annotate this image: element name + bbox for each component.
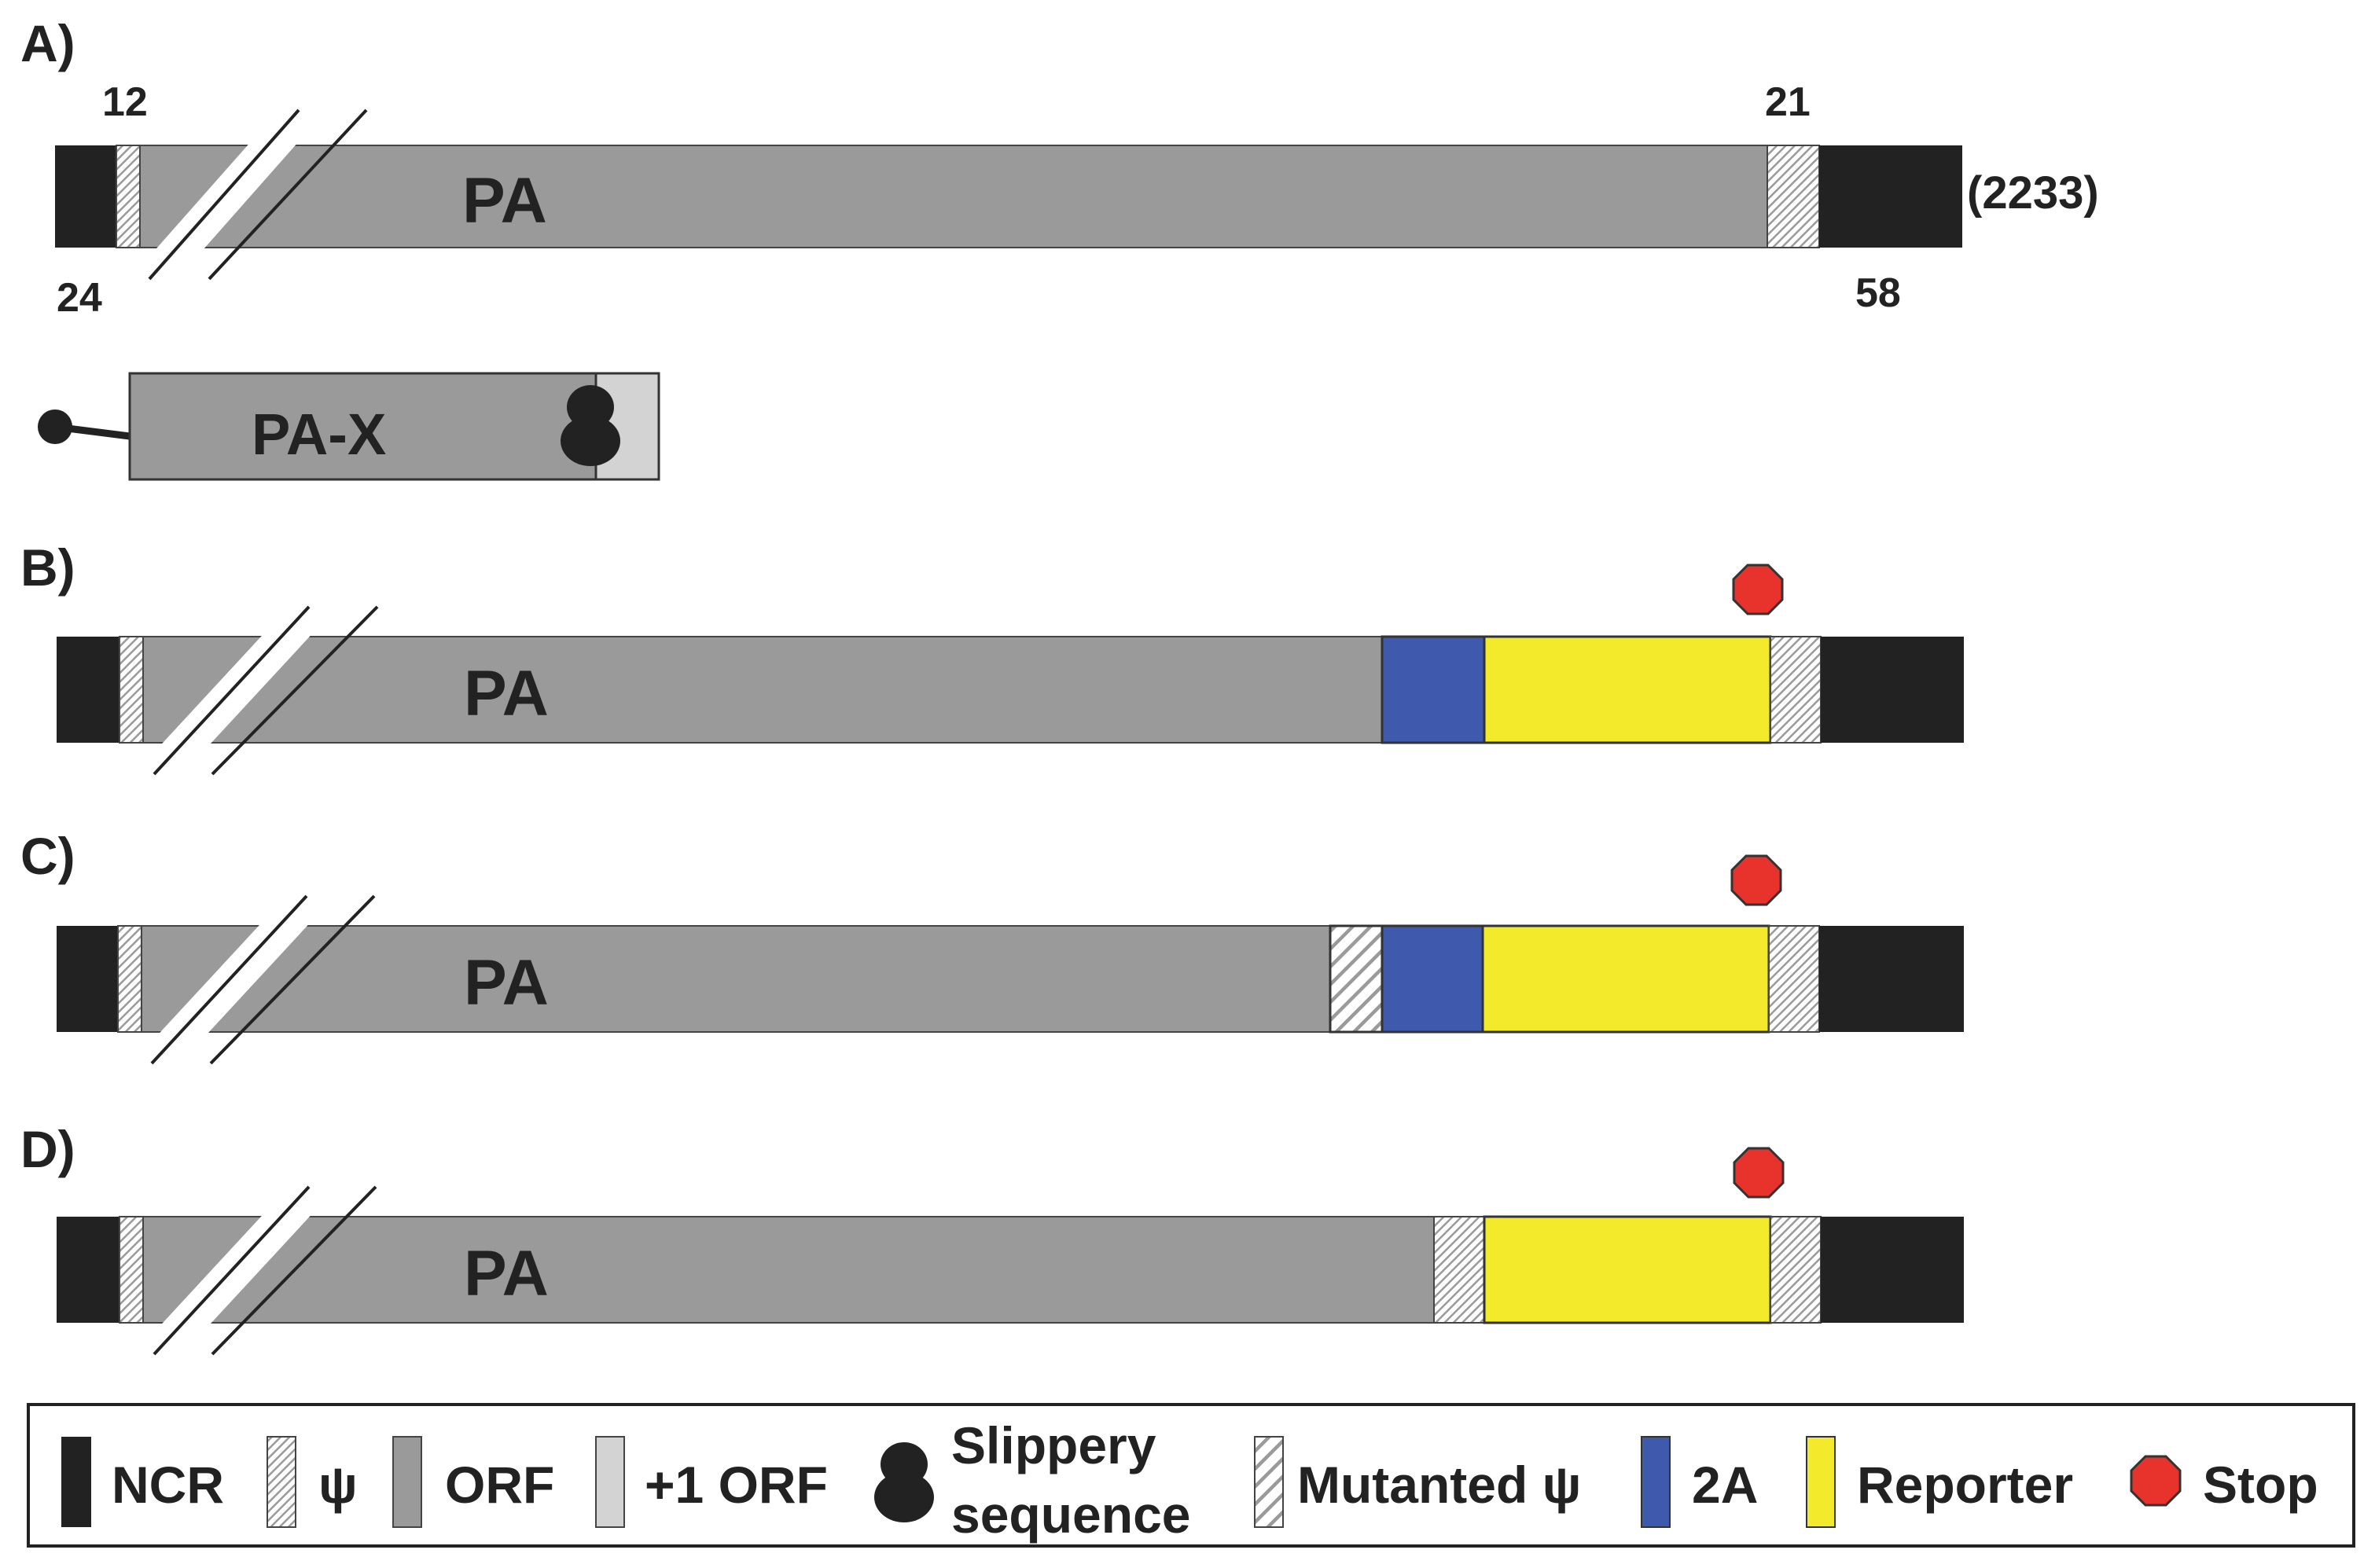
construct-c: PA [57, 854, 1964, 1074]
break-marks [143, 597, 379, 784]
ncr-5prime [57, 1217, 119, 1323]
psi-5prime [116, 145, 141, 248]
panel-a-letter: A) [20, 14, 75, 72]
legend-orf-label: ORF [445, 1456, 554, 1514]
legend: NCR ψ ORF +1 ORF Slippery sequence Mutan… [27, 1403, 2355, 1548]
construct-b: PA [57, 564, 1964, 784]
twoA-element [1381, 635, 1486, 744]
ncr-3prime [1819, 145, 1962, 248]
psi-3prime [1770, 636, 1822, 744]
pa-orf [142, 1216, 1435, 1324]
panel-b: B) PA [20, 538, 1964, 784]
mutated-psi-swatch [1254, 1436, 1284, 1528]
slippery-sequence-icon [874, 1442, 934, 1522]
psi-5prime [117, 925, 142, 1033]
psi-element [1433, 1216, 1485, 1324]
mutated-psi [1329, 924, 1384, 1034]
segment-length-label: (2233) [1967, 167, 2099, 218]
construct-d: PA [57, 1147, 1964, 1364]
legend-item-stop: Stop [2130, 1455, 2318, 1514]
psi-3prime [1770, 1216, 1822, 1324]
slippery-sequence-icon [561, 385, 620, 466]
pa-orf [142, 636, 1383, 744]
legend-slippery-line1: Slippery [951, 1416, 1156, 1474]
pa-orf-label: PA [462, 165, 547, 237]
legend-item-ncr: NCR [61, 1437, 224, 1527]
legend-item-slippery: Slippery sequence [874, 1416, 1190, 1544]
pa-segment-a: PA [55, 100, 1962, 289]
panel-c-letter: C) [20, 827, 75, 885]
panel-b-letter: B) [20, 538, 75, 597]
nucleotide-24-label: 24 [57, 275, 102, 321]
twoA-element [1381, 924, 1484, 1034]
ncr-5prime [57, 926, 118, 1032]
psi-3prime [1768, 925, 1820, 1033]
stop-codon-icon [2130, 1455, 2182, 1507]
legend-stop-label: Stop [2203, 1456, 2318, 1514]
pa-orf-label: PA [464, 1238, 549, 1309]
legend-ncr-label: NCR [112, 1456, 224, 1514]
orf-swatch [392, 1436, 422, 1528]
reporter-swatch [1806, 1436, 1836, 1528]
panel-a: A) 12 21 24 58 (2233) PA PA-X [20, 14, 2099, 481]
pax-terminal-dot [38, 409, 72, 444]
nucleotide-12-label: 12 [102, 79, 148, 125]
legend-item-mutated-psi: Mutanted ψ [1254, 1436, 1581, 1528]
pa-orf-label: PA [464, 658, 549, 729]
legend-item-2a: 2A [1641, 1436, 1758, 1528]
psi-swatch [267, 1436, 296, 1528]
pax-orf-body [128, 372, 597, 481]
panel-c: C) PA [20, 827, 1964, 1074]
stop-codon-icon [1733, 1147, 1785, 1199]
legend-item-orf: ORF [392, 1436, 554, 1528]
reporter-gene [1483, 1215, 1772, 1324]
psi-5prime [119, 1216, 144, 1324]
ncr-3prime [1821, 1217, 1964, 1323]
reporter-gene [1483, 635, 1772, 744]
break-marks [143, 1177, 377, 1364]
psi-3prime [1767, 145, 1820, 248]
ncr-5prime [55, 145, 116, 248]
legend-plus1-orf-label: +1 ORF [645, 1456, 828, 1514]
legend-item-plus1-orf: +1 ORF [595, 1436, 828, 1528]
pax-protein: PA-X [38, 372, 660, 481]
panel-d: D) PA [20, 1120, 1964, 1364]
nucleotide-21-label: 21 [1765, 79, 1811, 125]
reporter-gene [1481, 924, 1770, 1034]
stop-codon-icon [1732, 564, 1784, 615]
pa-orf [141, 925, 1331, 1033]
twoA-swatch [1641, 1436, 1671, 1528]
legend-2a-label: 2A [1692, 1456, 1758, 1514]
pa-orf-label: PA [464, 947, 549, 1019]
legend-psi-label: ψ [318, 1456, 358, 1514]
psi-5prime [119, 636, 144, 744]
legend-mutated-psi-label: Mutanted ψ [1297, 1456, 1581, 1514]
legend-item-psi: ψ [267, 1436, 358, 1528]
nucleotide-58-label: 58 [1855, 270, 1901, 316]
break-marks [138, 100, 368, 289]
ncr-swatch [61, 1437, 91, 1527]
ncr-3prime [1819, 926, 1964, 1032]
pa-orf [139, 145, 1768, 248]
legend-item-reporter: Reporter [1806, 1436, 2073, 1528]
panel-d-letter: D) [20, 1120, 75, 1178]
break-marks [141, 886, 376, 1074]
legend-reporter-label: Reporter [1857, 1456, 2073, 1514]
ncr-5prime [57, 637, 119, 743]
ncr-3prime [1821, 637, 1964, 743]
legend-slippery-line2: sequence [951, 1485, 1190, 1544]
plus1-orf-swatch [595, 1436, 625, 1528]
stop-codon-icon [1730, 854, 1782, 906]
pax-label: PA-X [252, 402, 386, 467]
